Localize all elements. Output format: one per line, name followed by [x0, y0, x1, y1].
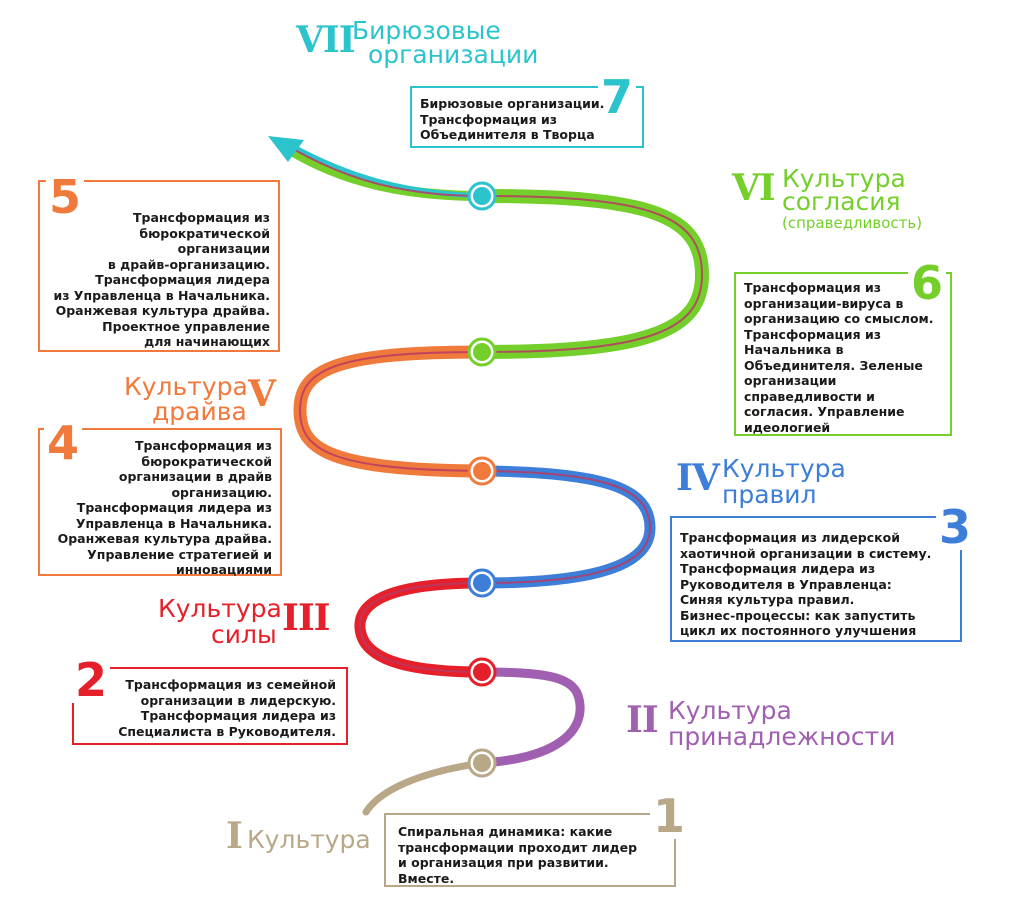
description-box-2: 2 Трансформация из семейной организации … [72, 657, 348, 745]
stage-subtitle-3: силы [211, 620, 277, 649]
description-box-5: 5 Трансформация из бюрократической орган… [38, 174, 280, 352]
stage-node-3 [467, 568, 497, 598]
ribbon-segment-1 [362, 759, 486, 816]
ribbon-inner-thread [294, 149, 704, 673]
stage-title-1: Культура [246, 825, 371, 854]
stage-subtitle-2: принадлежности [668, 722, 896, 751]
stage-note-6: (справедливость) [782, 214, 923, 232]
stage-label-5: Культура драйва V [124, 374, 284, 434]
stage-subtitle-7: организации [368, 40, 539, 69]
description-box-7: 7 Бирюзовые организации. Трансформация и… [410, 74, 644, 148]
box-number-6: 6 [907, 260, 946, 306]
box-text-4: Трансформация из бюрократической организ… [57, 438, 272, 577]
description-box-4: 4 Трансформация из бюрократической орган… [38, 420, 282, 577]
stage-subtitle-4: правил [722, 480, 817, 509]
stage-subtitle-5: драйва [152, 397, 247, 426]
stage-title-3: Культура [158, 594, 282, 623]
stage-title-6: Культура [782, 164, 906, 193]
stage-label-3: Культура силы III [158, 594, 331, 656]
ribbon-segment-2 [481, 667, 585, 768]
stage-node-6 [467, 181, 497, 211]
stage-number-6: VI [732, 167, 776, 209]
description-box-6: 6 Трансформация из организации-вируса в … [734, 260, 952, 436]
box-number-3: 3 [935, 504, 974, 550]
ribbon-segment-4 [481, 465, 656, 589]
ribbon-segment-3 [354, 577, 483, 678]
box-text-2: Трансформация из семейной организации в … [118, 677, 336, 739]
box-number-7: 7 [597, 74, 636, 120]
stage-number-3: III [282, 597, 331, 639]
stage-number-4: IV [676, 457, 720, 499]
stage-title-7: Бирюзовые [352, 16, 501, 45]
description-box-3: 3 Трансформация из лидерской хаотичной о… [670, 504, 974, 642]
box-text-6: Трансформация из организации-вируса в ор… [744, 280, 934, 435]
stage-number-5: V [248, 373, 276, 415]
stage-node-5 [467, 337, 497, 367]
box-number-2: 2 [72, 657, 111, 703]
stage-number-7: VII [296, 19, 356, 61]
stage-number-2: II [626, 699, 659, 741]
box-text-3: Трансформация из лидерской хаотичной орг… [680, 530, 932, 638]
box-number-4: 4 [44, 420, 83, 466]
box-text-1: Спиральная динамика: какие трансформации… [398, 824, 638, 886]
stage-node-1 [467, 748, 497, 778]
stage-label-1: I Культура [226, 818, 371, 854]
stage-title-5: Культура [124, 372, 248, 401]
box-number-1: 1 [649, 793, 688, 839]
stage-title-4: Культура [722, 454, 846, 483]
stage-number-1: I [226, 815, 243, 857]
stage-subtitle-6: согласия [782, 187, 901, 216]
stage-title-2: Культура [668, 696, 792, 725]
stage-node-4 [467, 456, 497, 486]
arrowhead-icon [268, 136, 304, 162]
box-text-5: Трансформация из бюрократической организ… [53, 210, 270, 349]
stage-node-2 [467, 657, 497, 687]
description-box-1: 1 Спиральная динамика: какие трансформац… [384, 793, 688, 887]
box-text-7: Бирюзовые организации. Трансформация из … [420, 96, 605, 142]
box-number-5: 5 [46, 174, 85, 220]
